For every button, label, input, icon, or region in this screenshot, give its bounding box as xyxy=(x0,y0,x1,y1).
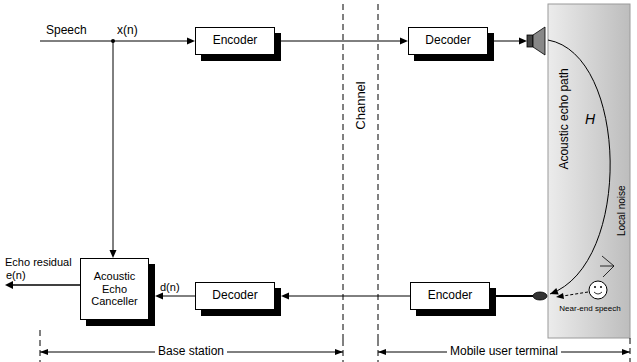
arrow-head xyxy=(281,293,289,300)
signal-label: Speech xyxy=(46,24,87,38)
box-label: Acoustic Echo Canceller xyxy=(86,270,143,308)
arrow-head xyxy=(5,281,13,289)
noise-ray xyxy=(600,266,614,267)
channel-boundary xyxy=(378,4,379,340)
bracket-tick xyxy=(40,330,41,362)
signal-connector xyxy=(281,38,408,45)
speech-label: Near-end speech xyxy=(559,304,620,313)
reference-wire xyxy=(113,41,114,251)
arrow-head xyxy=(622,349,630,355)
arrow-head xyxy=(550,288,559,295)
speech-arrow xyxy=(563,292,588,296)
speaker-wire xyxy=(494,41,521,42)
microphone-symbol xyxy=(533,292,547,300)
microphone-wire xyxy=(496,295,533,297)
loudspeaker-symbol xyxy=(533,27,545,55)
talker-face xyxy=(594,286,596,288)
connector-line xyxy=(281,41,401,42)
signal-connector xyxy=(281,293,410,300)
arrow-head xyxy=(519,38,527,45)
section-label: Mobile user terminal xyxy=(447,345,561,359)
bracket-tick xyxy=(378,340,379,362)
connector-line xyxy=(162,296,195,297)
box-label: Encoder xyxy=(428,289,473,303)
noise-ray xyxy=(603,266,614,277)
signal-name: e(n) xyxy=(6,269,26,282)
channel-boundary xyxy=(343,4,344,340)
echo-canceller-box: Acoustic Echo Canceller xyxy=(80,258,149,320)
echo-path-curve xyxy=(548,40,610,294)
loudspeaker-symbol xyxy=(527,35,533,47)
decoder-box: Decoder xyxy=(195,282,275,310)
noise-label: Local noise xyxy=(615,186,627,237)
arrow-head xyxy=(400,38,408,45)
noise-ray xyxy=(602,256,614,266)
arrow-head xyxy=(155,293,163,300)
encoder-box: Encoder xyxy=(410,282,490,310)
decoder-box: Decoder xyxy=(408,27,488,55)
talker-face xyxy=(600,286,602,288)
channel-label: Channel xyxy=(354,81,369,129)
bracket-tick xyxy=(630,338,631,362)
box-label: Encoder xyxy=(213,34,258,48)
talker-face xyxy=(594,292,602,294)
acoustic-echo-path: Acoustic echo path H xyxy=(548,4,630,338)
arrow-head xyxy=(187,38,195,45)
residual-wire xyxy=(12,284,80,286)
arrow-head xyxy=(40,349,48,355)
path-label: Acoustic echo path xyxy=(558,68,572,169)
signal-name: x(n) xyxy=(117,24,138,38)
echo-path-room xyxy=(548,4,630,338)
talker-face xyxy=(589,281,607,299)
arrow-head xyxy=(556,293,564,299)
arrow-head xyxy=(378,349,386,355)
bracket-tick xyxy=(343,340,344,362)
signal-connector xyxy=(155,293,195,300)
connector-line xyxy=(288,296,410,297)
encoder-box: Encoder xyxy=(195,27,275,55)
signal-name: d(n) xyxy=(160,281,180,294)
output-label: Echo residual xyxy=(5,256,72,269)
section-label: Base station xyxy=(155,345,227,359)
transfer-symbol: H xyxy=(585,111,595,127)
box-label: Decoder xyxy=(425,34,470,48)
arrow-head xyxy=(335,349,343,355)
box-label: Decoder xyxy=(212,289,257,303)
arrow-head xyxy=(110,250,117,258)
